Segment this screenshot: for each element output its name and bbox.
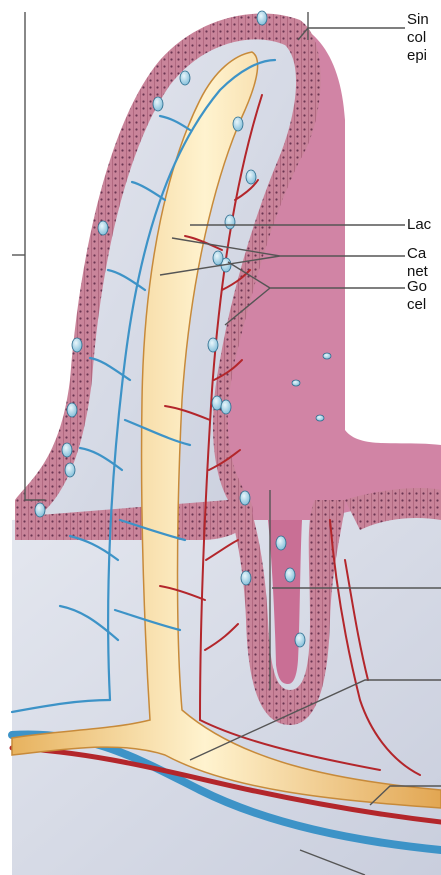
label-goblet-cells-2: cel: [407, 295, 441, 314]
goblet-cell: [241, 571, 251, 585]
label-simple-columnar-3: epi: [407, 46, 441, 65]
label-simple-columnar-1: Sin: [407, 10, 441, 29]
goblet-cell: [213, 251, 223, 265]
goblet-cell: [225, 215, 235, 229]
goblet-cell: [257, 11, 267, 25]
goblet-cell: [153, 97, 163, 111]
lamina-propria-base: [12, 507, 441, 875]
goblet-cell: [292, 380, 300, 386]
goblet-cell: [67, 403, 77, 417]
leader-simple-columnar: [298, 12, 405, 40]
label-lacteal: Lac: [407, 215, 441, 234]
goblet-cell: [240, 491, 250, 505]
goblet-cell: [246, 170, 256, 184]
goblet-cell: [295, 633, 305, 647]
villus-bracket-line: [25, 12, 45, 500]
goblet-cell: [323, 353, 331, 359]
goblet-cell: [316, 415, 324, 421]
label-capillary-network-1: Ca: [407, 244, 441, 263]
goblet-cell: [180, 71, 190, 85]
goblet-cell: [276, 536, 286, 550]
goblet-cell: [35, 503, 45, 517]
goblet-cell: [233, 117, 243, 131]
label-simple-columnar-2: col: [407, 28, 441, 47]
goblet-cell: [98, 221, 108, 235]
label-goblet-cells-1: Go: [407, 277, 441, 296]
goblet-cell: [221, 400, 231, 414]
goblet-cell: [208, 338, 218, 352]
goblet-cell: [212, 396, 222, 410]
goblet-cell: [72, 338, 82, 352]
goblet-cell: [285, 568, 295, 582]
goblet-cell: [62, 443, 72, 457]
goblet-cell: [65, 463, 75, 477]
